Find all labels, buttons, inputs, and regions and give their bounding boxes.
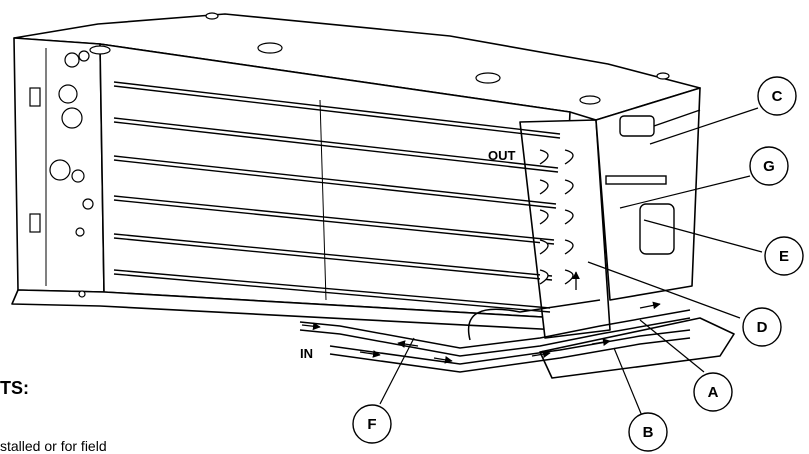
left-panel-knockouts — [29, 50, 94, 298]
callout-e-label: E — [779, 248, 789, 265]
callout-d-label: D — [757, 319, 768, 336]
coil-return-bends — [539, 149, 574, 285]
front-louvers — [113, 81, 561, 313]
callout-g-circle — [749, 146, 789, 186]
callout-f-label: F — [367, 416, 376, 433]
callout-b-label: B — [643, 424, 654, 441]
callout-a-label: A — [708, 384, 719, 401]
callout-c-circle — [757, 76, 797, 116]
callout-c-label: C — [772, 88, 783, 105]
leader-lines — [379, 107, 763, 417]
callout-f-circle — [352, 404, 392, 444]
flow-arrows — [301, 271, 661, 364]
in-label: IN — [300, 346, 313, 361]
callout-e-circle — [764, 236, 804, 276]
piping — [299, 299, 691, 373]
callout-g-label: G — [763, 158, 775, 175]
callout-a-circle — [693, 372, 733, 412]
callout-b-circle — [628, 412, 668, 452]
coil-block — [519, 119, 611, 339]
out-label: OUT — [488, 148, 516, 163]
top-knockouts — [89, 12, 670, 105]
notes-body: stalled or for field — [0, 438, 107, 454]
callout-d-circle — [742, 307, 782, 347]
notes-heading: TS: — [0, 378, 29, 398]
valve-package — [605, 109, 701, 255]
drain-pan — [539, 317, 735, 379]
